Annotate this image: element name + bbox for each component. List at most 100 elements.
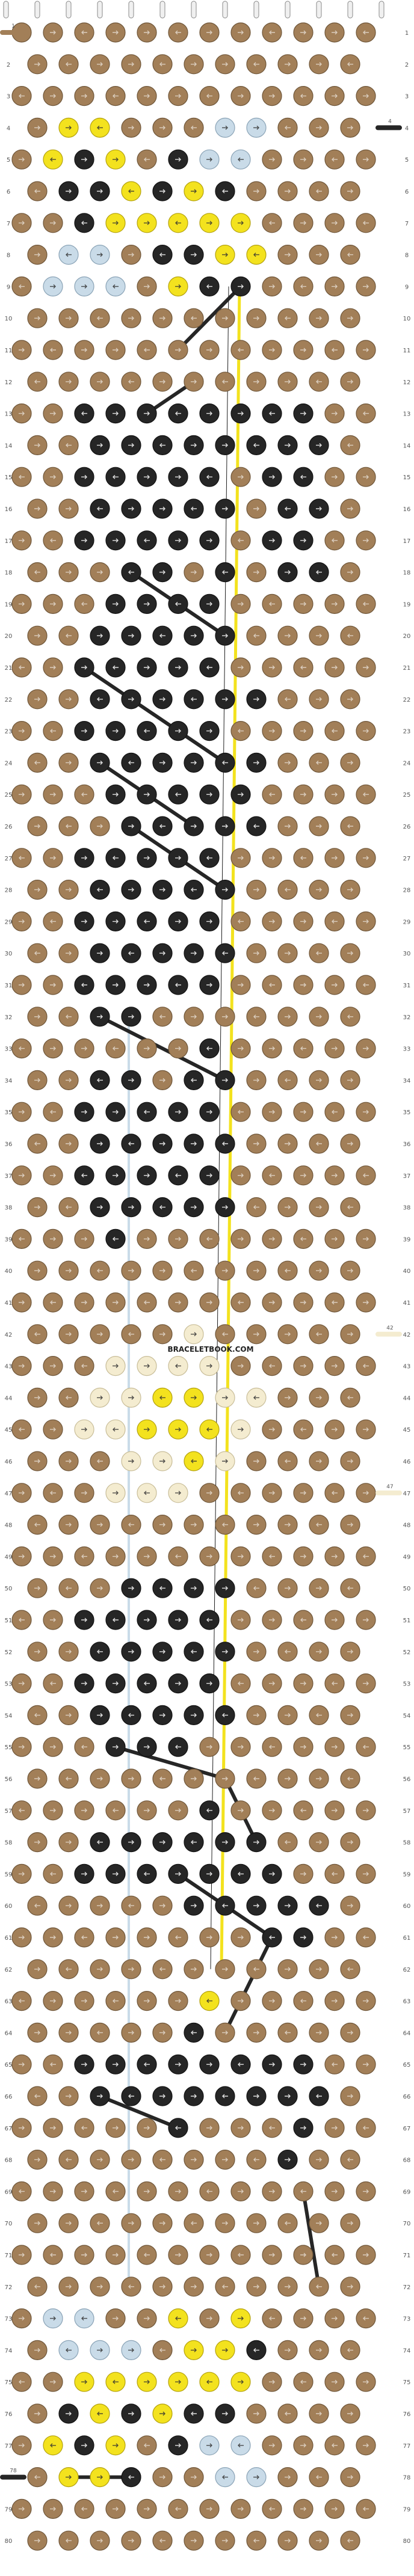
strands-layer bbox=[3, 1, 385, 19]
knot-arrow-icon bbox=[363, 1744, 369, 1749]
knot-arrow-icon bbox=[97, 1459, 103, 1464]
knot-arrow-icon bbox=[34, 2475, 40, 2480]
knot-arrow-icon bbox=[363, 538, 369, 543]
knot-arrow-icon bbox=[238, 2126, 244, 2130]
knot bbox=[90, 2340, 110, 2360]
knot bbox=[293, 593, 314, 615]
knot bbox=[215, 435, 235, 456]
knot bbox=[58, 2213, 79, 2233]
knot bbox=[199, 530, 220, 551]
knot bbox=[27, 1832, 48, 1853]
knot bbox=[168, 1356, 188, 1376]
knot bbox=[356, 149, 376, 170]
knot-arrow-icon bbox=[113, 1871, 119, 1876]
knot bbox=[277, 1959, 298, 1980]
knot-arrow-icon bbox=[332, 792, 338, 797]
knot bbox=[43, 848, 63, 868]
knot-arrow-icon bbox=[332, 1935, 338, 1940]
knot bbox=[27, 54, 48, 75]
row-label-left: 47 bbox=[5, 1491, 13, 1497]
knot-arrow-icon bbox=[97, 1205, 103, 1210]
knot bbox=[293, 2435, 314, 2456]
knot-arrow-icon bbox=[285, 1967, 291, 1972]
knot-arrow-icon bbox=[269, 856, 275, 860]
knot bbox=[168, 2435, 188, 2456]
row-label-left: 29 bbox=[5, 919, 13, 925]
knot bbox=[199, 975, 220, 995]
knot-arrow-icon bbox=[300, 792, 306, 797]
knot bbox=[309, 1959, 329, 1980]
row-label-left: 56 bbox=[5, 1776, 13, 1783]
knot bbox=[246, 1959, 267, 1980]
knot-arrow-icon bbox=[113, 1300, 119, 1305]
knot-arrow-icon bbox=[34, 1903, 40, 1908]
knot bbox=[215, 2022, 235, 2043]
knot bbox=[309, 2277, 329, 2297]
knot bbox=[277, 2403, 298, 2424]
knot-arrow-icon bbox=[285, 1586, 291, 1590]
knot-arrow-icon bbox=[300, 1109, 306, 1114]
knot-arrow-icon bbox=[159, 1395, 165, 1400]
knot bbox=[58, 2340, 79, 2360]
knot-arrow-icon bbox=[300, 1554, 306, 1559]
knot bbox=[309, 2467, 329, 2488]
knot bbox=[246, 1387, 267, 1408]
knot bbox=[90, 1642, 110, 1662]
knot-arrow-icon bbox=[253, 316, 259, 320]
knot-arrow-icon bbox=[253, 2094, 259, 2099]
knot-arrow-icon bbox=[19, 221, 25, 225]
knot bbox=[340, 245, 360, 265]
knot-arrow-icon bbox=[332, 474, 338, 479]
knot bbox=[121, 2530, 141, 2551]
knot bbox=[184, 1642, 204, 1662]
knot-arrow-icon bbox=[285, 1078, 291, 1082]
knot bbox=[90, 435, 110, 456]
knot bbox=[58, 1133, 79, 1154]
knot-arrow-icon bbox=[144, 1364, 150, 1369]
knot-arrow-icon bbox=[238, 1871, 244, 1876]
knot bbox=[309, 1451, 329, 1471]
knot bbox=[11, 1546, 32, 1566]
row-label-left: 25 bbox=[5, 792, 13, 799]
knot bbox=[105, 1991, 126, 2011]
knot bbox=[262, 911, 282, 932]
knot-arrow-icon bbox=[206, 474, 212, 479]
knot-arrow-icon bbox=[285, 1141, 291, 1146]
knot-arrow-icon bbox=[300, 1427, 306, 1432]
row-label-right: 51 bbox=[403, 1618, 411, 1624]
knot-arrow-icon bbox=[332, 1109, 338, 1114]
knot bbox=[58, 2403, 79, 2424]
knot bbox=[121, 1451, 141, 1471]
knot-arrow-icon bbox=[175, 2506, 181, 2511]
knot-arrow-icon bbox=[269, 792, 275, 797]
knot bbox=[90, 2467, 110, 2488]
knot-arrow-icon bbox=[97, 951, 103, 955]
knot-arrow-icon bbox=[50, 2379, 56, 2384]
knot bbox=[27, 2340, 48, 2360]
knot bbox=[309, 562, 329, 583]
knot-arrow-icon bbox=[238, 1109, 244, 1114]
knot-arrow-icon bbox=[363, 2379, 369, 2384]
knot-arrow-icon bbox=[97, 570, 103, 575]
string-end-2 bbox=[34, 1, 40, 19]
knot-arrow-icon bbox=[253, 506, 259, 511]
knot bbox=[246, 2530, 267, 2551]
knot bbox=[43, 720, 63, 741]
knot bbox=[230, 340, 251, 360]
knot bbox=[356, 1737, 376, 1757]
knot bbox=[246, 1578, 267, 1598]
knot bbox=[137, 467, 157, 487]
knot-arrow-icon bbox=[300, 1364, 306, 1369]
knot-arrow-icon bbox=[253, 1395, 259, 1400]
knot bbox=[277, 943, 298, 963]
knot-arrow-icon bbox=[222, 2094, 228, 2099]
knot-arrow-icon bbox=[144, 2189, 150, 2194]
knot bbox=[356, 1102, 376, 1122]
knot bbox=[340, 372, 360, 392]
knot bbox=[90, 879, 110, 900]
knot bbox=[215, 117, 235, 138]
knot bbox=[105, 1800, 126, 1821]
knot-arrow-icon bbox=[253, 2030, 259, 2035]
knot-arrow-icon bbox=[316, 1395, 322, 1400]
knot bbox=[105, 2118, 126, 2138]
